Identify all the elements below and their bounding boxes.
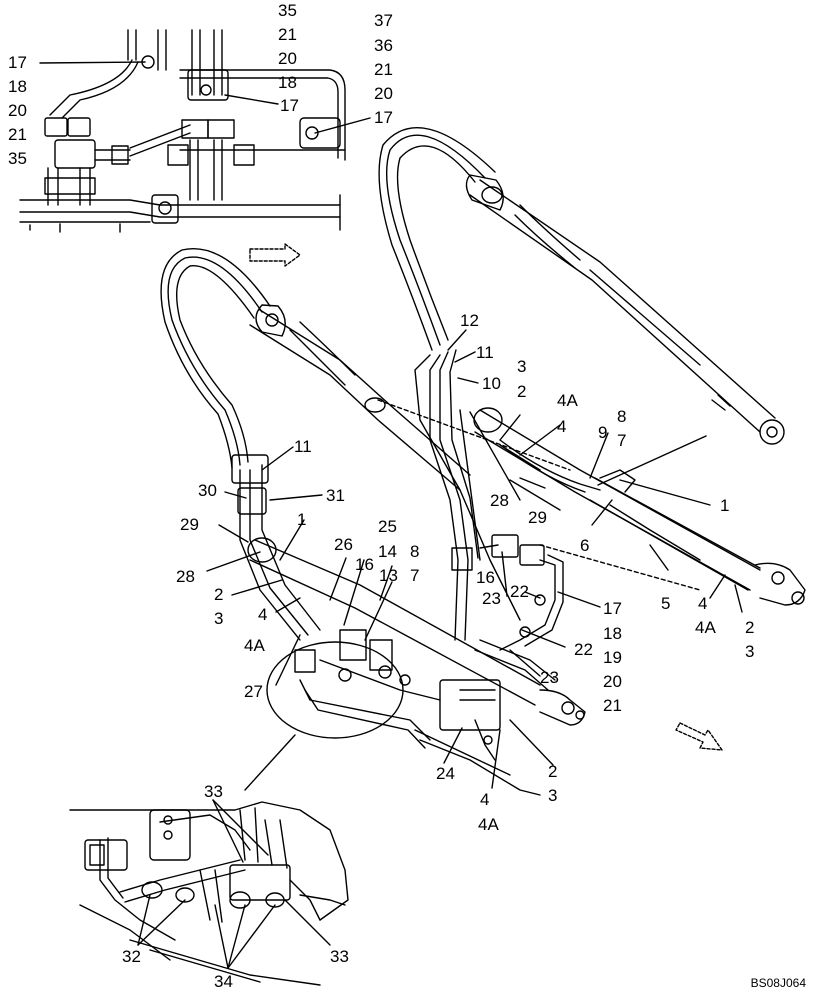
top-inset-detail (20, 30, 370, 232)
flow-arrow-bottom (676, 723, 722, 750)
callout-label: 29 (180, 515, 199, 534)
callout-label: 31 (326, 486, 345, 505)
leader-lines (207, 330, 742, 788)
callout-label: 16 (476, 568, 495, 587)
callout-label: 22 (574, 640, 593, 659)
callout-label: 3 (517, 357, 527, 376)
magnifier-circle (245, 642, 403, 790)
callout-label: 4A (244, 636, 265, 655)
callout-label: 33 (204, 782, 223, 801)
reference-lines (378, 400, 700, 590)
callout-label: 18 (603, 624, 622, 643)
left-hose-loop (161, 249, 270, 468)
callout-label: 21 (8, 125, 27, 144)
bottom-inset-detail (70, 800, 348, 985)
callout-label: 3 (214, 609, 224, 628)
right-fittings (475, 535, 563, 690)
callout-label: 17 (8, 53, 27, 72)
flow-arrow-top (250, 244, 300, 266)
callout-label: 5 (661, 594, 671, 613)
callout-label: 20 (603, 672, 622, 691)
callout-label: 2 (745, 618, 755, 637)
callout-label: 27 (244, 682, 263, 701)
callout-label: 37 (374, 11, 393, 30)
callout-label: 4A (478, 815, 499, 834)
callout-label: 14 (378, 542, 397, 561)
callout-label: 18 (8, 77, 27, 96)
callout-label: 21 (278, 25, 297, 44)
callout-label: 30 (198, 481, 217, 500)
callout-label: 8 (617, 407, 627, 426)
valve-block (232, 455, 540, 795)
callout-label: 4A (695, 618, 716, 637)
callout-label: 28 (490, 491, 509, 510)
callout-label: 2 (214, 585, 224, 604)
right-lower-cylinder (460, 408, 805, 605)
callout-label: 7 (617, 431, 627, 450)
callout-label: 23 (540, 668, 559, 687)
callout-label: 16 (355, 555, 374, 574)
callout-label: 34 (214, 972, 233, 991)
callout-label: 26 (334, 535, 353, 554)
callout-label: 2 (517, 382, 527, 401)
callout-label: 4 (698, 594, 708, 613)
callout-label: 24 (436, 764, 455, 783)
callout-label: 11 (476, 343, 494, 362)
callout-label: 1 (720, 496, 730, 515)
callout-label: 25 (378, 517, 397, 536)
drawing-code: BS08J064 (750, 976, 806, 990)
callout-label: 28 (176, 567, 195, 586)
callout-label: 4 (480, 790, 490, 809)
callout-label: 9 (598, 423, 608, 442)
callout-label: 17 (374, 108, 393, 127)
callout-label: 21 (374, 60, 393, 79)
callout-label: 33 (330, 947, 349, 966)
callout-label: 36 (374, 36, 393, 55)
callout-label: 35 (278, 1, 297, 20)
callout-label: 20 (278, 49, 297, 68)
callout-label: 20 (8, 101, 27, 120)
callout-label: 4 (258, 605, 268, 624)
callout-label: 18 (278, 73, 297, 92)
right-hose-loop (379, 128, 495, 350)
callout-label: 3 (745, 642, 755, 661)
callout-label: 4A (557, 391, 578, 410)
callout-label: 21 (603, 696, 622, 715)
callout-label: 17 (603, 599, 622, 618)
callout-label: 22 (510, 582, 529, 601)
callout-label: 4 (557, 417, 567, 436)
callout-label: 12 (460, 311, 479, 330)
right-lift-cylinder (466, 175, 784, 444)
callout-label: 7 (410, 566, 420, 585)
callout-label: 19 (603, 648, 622, 667)
callout-label: 2 (548, 762, 558, 781)
callout-label: 10 (482, 374, 501, 393)
center-hoses (415, 350, 520, 640)
callout-label: 1 (297, 510, 307, 529)
callout-label: 17 (280, 96, 299, 115)
callout-label: 29 (528, 508, 547, 527)
callout-label: 32 (122, 947, 141, 966)
callout-label: 3 (548, 786, 558, 805)
callout-label: 13 (379, 566, 398, 585)
callout-label: 8 (410, 542, 420, 561)
callout-label: 23 (482, 589, 501, 608)
callout-label: 11 (294, 437, 312, 456)
callout-label: 35 (8, 149, 27, 168)
callout-label: 6 (580, 536, 590, 555)
callout-label: 20 (374, 84, 393, 103)
